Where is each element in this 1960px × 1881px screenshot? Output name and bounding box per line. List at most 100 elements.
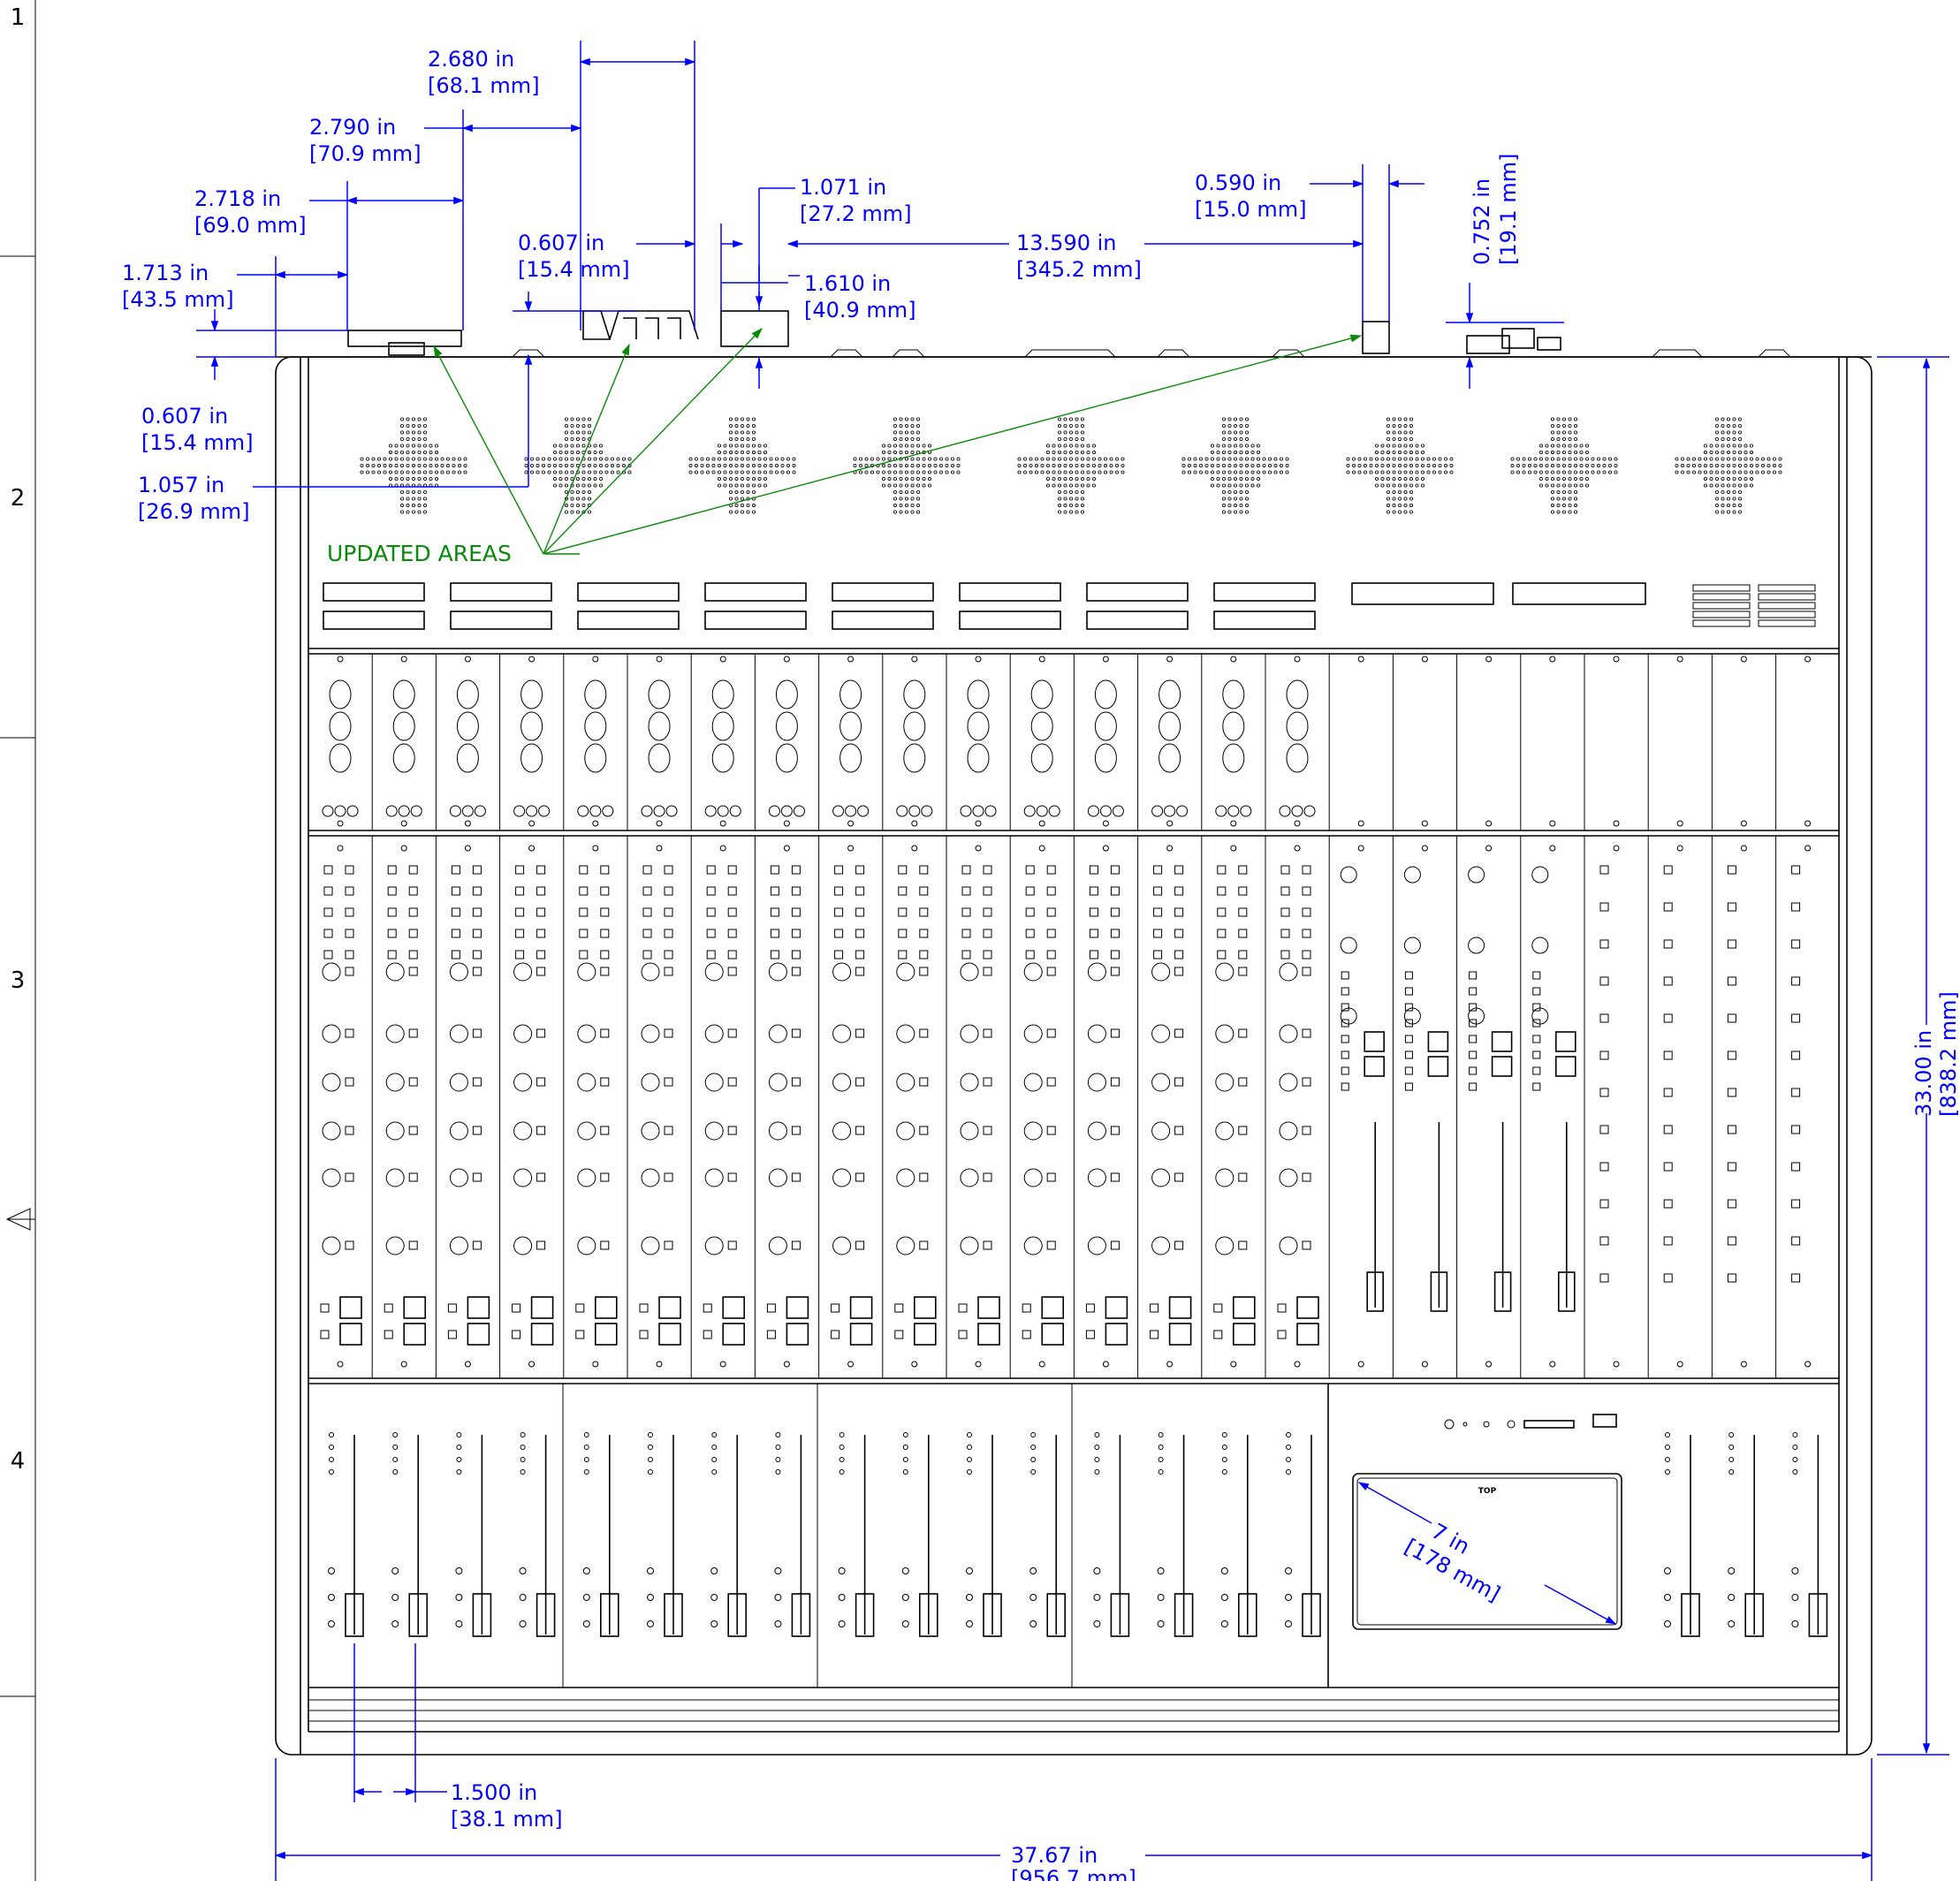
button bbox=[1404, 971, 1413, 980]
led bbox=[967, 1457, 972, 1462]
preamp-knob bbox=[1030, 743, 1053, 773]
led bbox=[1792, 1445, 1798, 1450]
led bbox=[1094, 1445, 1100, 1450]
button bbox=[345, 967, 354, 976]
screw bbox=[1357, 656, 1364, 663]
switch bbox=[722, 1323, 746, 1346]
button bbox=[901, 1567, 909, 1574]
led bbox=[839, 1457, 845, 1462]
button bbox=[328, 1594, 335, 1601]
preamp-knob bbox=[967, 711, 990, 741]
preamp-knob bbox=[456, 743, 479, 773]
button bbox=[1153, 907, 1163, 917]
led bbox=[1221, 1469, 1227, 1475]
button bbox=[345, 950, 354, 959]
button bbox=[791, 1028, 801, 1038]
button bbox=[455, 1620, 463, 1627]
button bbox=[1213, 1330, 1223, 1339]
button bbox=[770, 950, 779, 959]
switch bbox=[339, 1323, 362, 1346]
screw bbox=[783, 845, 790, 852]
rotary-knob bbox=[1151, 1073, 1171, 1092]
button bbox=[966, 1594, 973, 1601]
button bbox=[898, 886, 908, 896]
button bbox=[472, 1077, 482, 1087]
button bbox=[706, 950, 716, 959]
screw bbox=[975, 820, 982, 827]
button bbox=[983, 1028, 992, 1038]
button bbox=[1302, 950, 1311, 959]
button bbox=[451, 865, 460, 875]
connector bbox=[1227, 805, 1240, 817]
button bbox=[323, 929, 333, 938]
fader-cap bbox=[1808, 1593, 1828, 1637]
vent-slot bbox=[1692, 593, 1751, 601]
rotary-knob bbox=[449, 1073, 468, 1092]
button bbox=[1727, 1088, 1736, 1097]
screw bbox=[400, 845, 407, 852]
button bbox=[1220, 1620, 1228, 1627]
button bbox=[1664, 1620, 1671, 1627]
connector bbox=[410, 805, 422, 817]
button bbox=[1469, 1082, 1478, 1091]
fader-bank bbox=[308, 1384, 1828, 1688]
rotary-knob bbox=[322, 1024, 341, 1043]
fader-cap bbox=[599, 1593, 619, 1637]
rotary-knob bbox=[385, 1073, 405, 1092]
rotary-knob bbox=[449, 1168, 468, 1187]
perforation-pattern bbox=[1675, 417, 1782, 514]
vent-slot bbox=[1758, 611, 1816, 618]
connector bbox=[896, 805, 908, 817]
button bbox=[1791, 902, 1801, 912]
button bbox=[1727, 1162, 1736, 1172]
perforation-pattern bbox=[524, 417, 632, 514]
button bbox=[961, 907, 971, 917]
button bbox=[791, 1126, 801, 1135]
button bbox=[1280, 950, 1290, 959]
button bbox=[1663, 902, 1673, 912]
dim-0-752: 0.752 in [19.1 mm] bbox=[1470, 153, 1521, 265]
led bbox=[520, 1445, 526, 1450]
preamp-knob bbox=[648, 711, 671, 741]
led bbox=[520, 1432, 526, 1437]
preamp-knob bbox=[456, 679, 479, 709]
rotary-knob bbox=[768, 1236, 787, 1255]
button bbox=[1791, 1273, 1801, 1283]
switch bbox=[1233, 1323, 1256, 1346]
button bbox=[983, 1172, 992, 1182]
rotary-knob bbox=[1151, 962, 1171, 982]
button bbox=[1110, 950, 1120, 959]
rotary-knob bbox=[1151, 1121, 1171, 1141]
led bbox=[1665, 1457, 1670, 1462]
button bbox=[664, 907, 673, 917]
screw bbox=[1294, 656, 1301, 663]
screw bbox=[464, 845, 471, 852]
led bbox=[1221, 1457, 1227, 1462]
button bbox=[536, 950, 546, 959]
rotary-knob bbox=[832, 962, 852, 982]
preamp-knob bbox=[903, 711, 926, 741]
screw bbox=[592, 820, 599, 827]
rotary-knob bbox=[896, 1168, 915, 1187]
svg-text:1.057 in: 1.057 in bbox=[138, 473, 224, 497]
button bbox=[855, 1240, 865, 1250]
rotary-knob bbox=[1151, 1168, 1171, 1187]
screw bbox=[1230, 845, 1237, 852]
led bbox=[1792, 1469, 1798, 1475]
button bbox=[1046, 1028, 1056, 1038]
button bbox=[575, 1330, 585, 1339]
rotary-knob bbox=[1087, 1024, 1106, 1043]
switch bbox=[722, 1296, 746, 1319]
updated-areas-callout: UPDATED AREAS bbox=[327, 328, 1363, 566]
perforation-pattern bbox=[1181, 417, 1289, 514]
button bbox=[898, 865, 908, 875]
vent-slot bbox=[832, 582, 934, 602]
perforation-pattern bbox=[688, 417, 796, 514]
button bbox=[727, 1126, 737, 1135]
button bbox=[1728, 1620, 1736, 1627]
button bbox=[791, 1172, 801, 1182]
switch bbox=[1491, 1056, 1513, 1077]
button bbox=[515, 950, 525, 959]
button bbox=[1174, 1240, 1184, 1250]
screw bbox=[1549, 1361, 1556, 1368]
